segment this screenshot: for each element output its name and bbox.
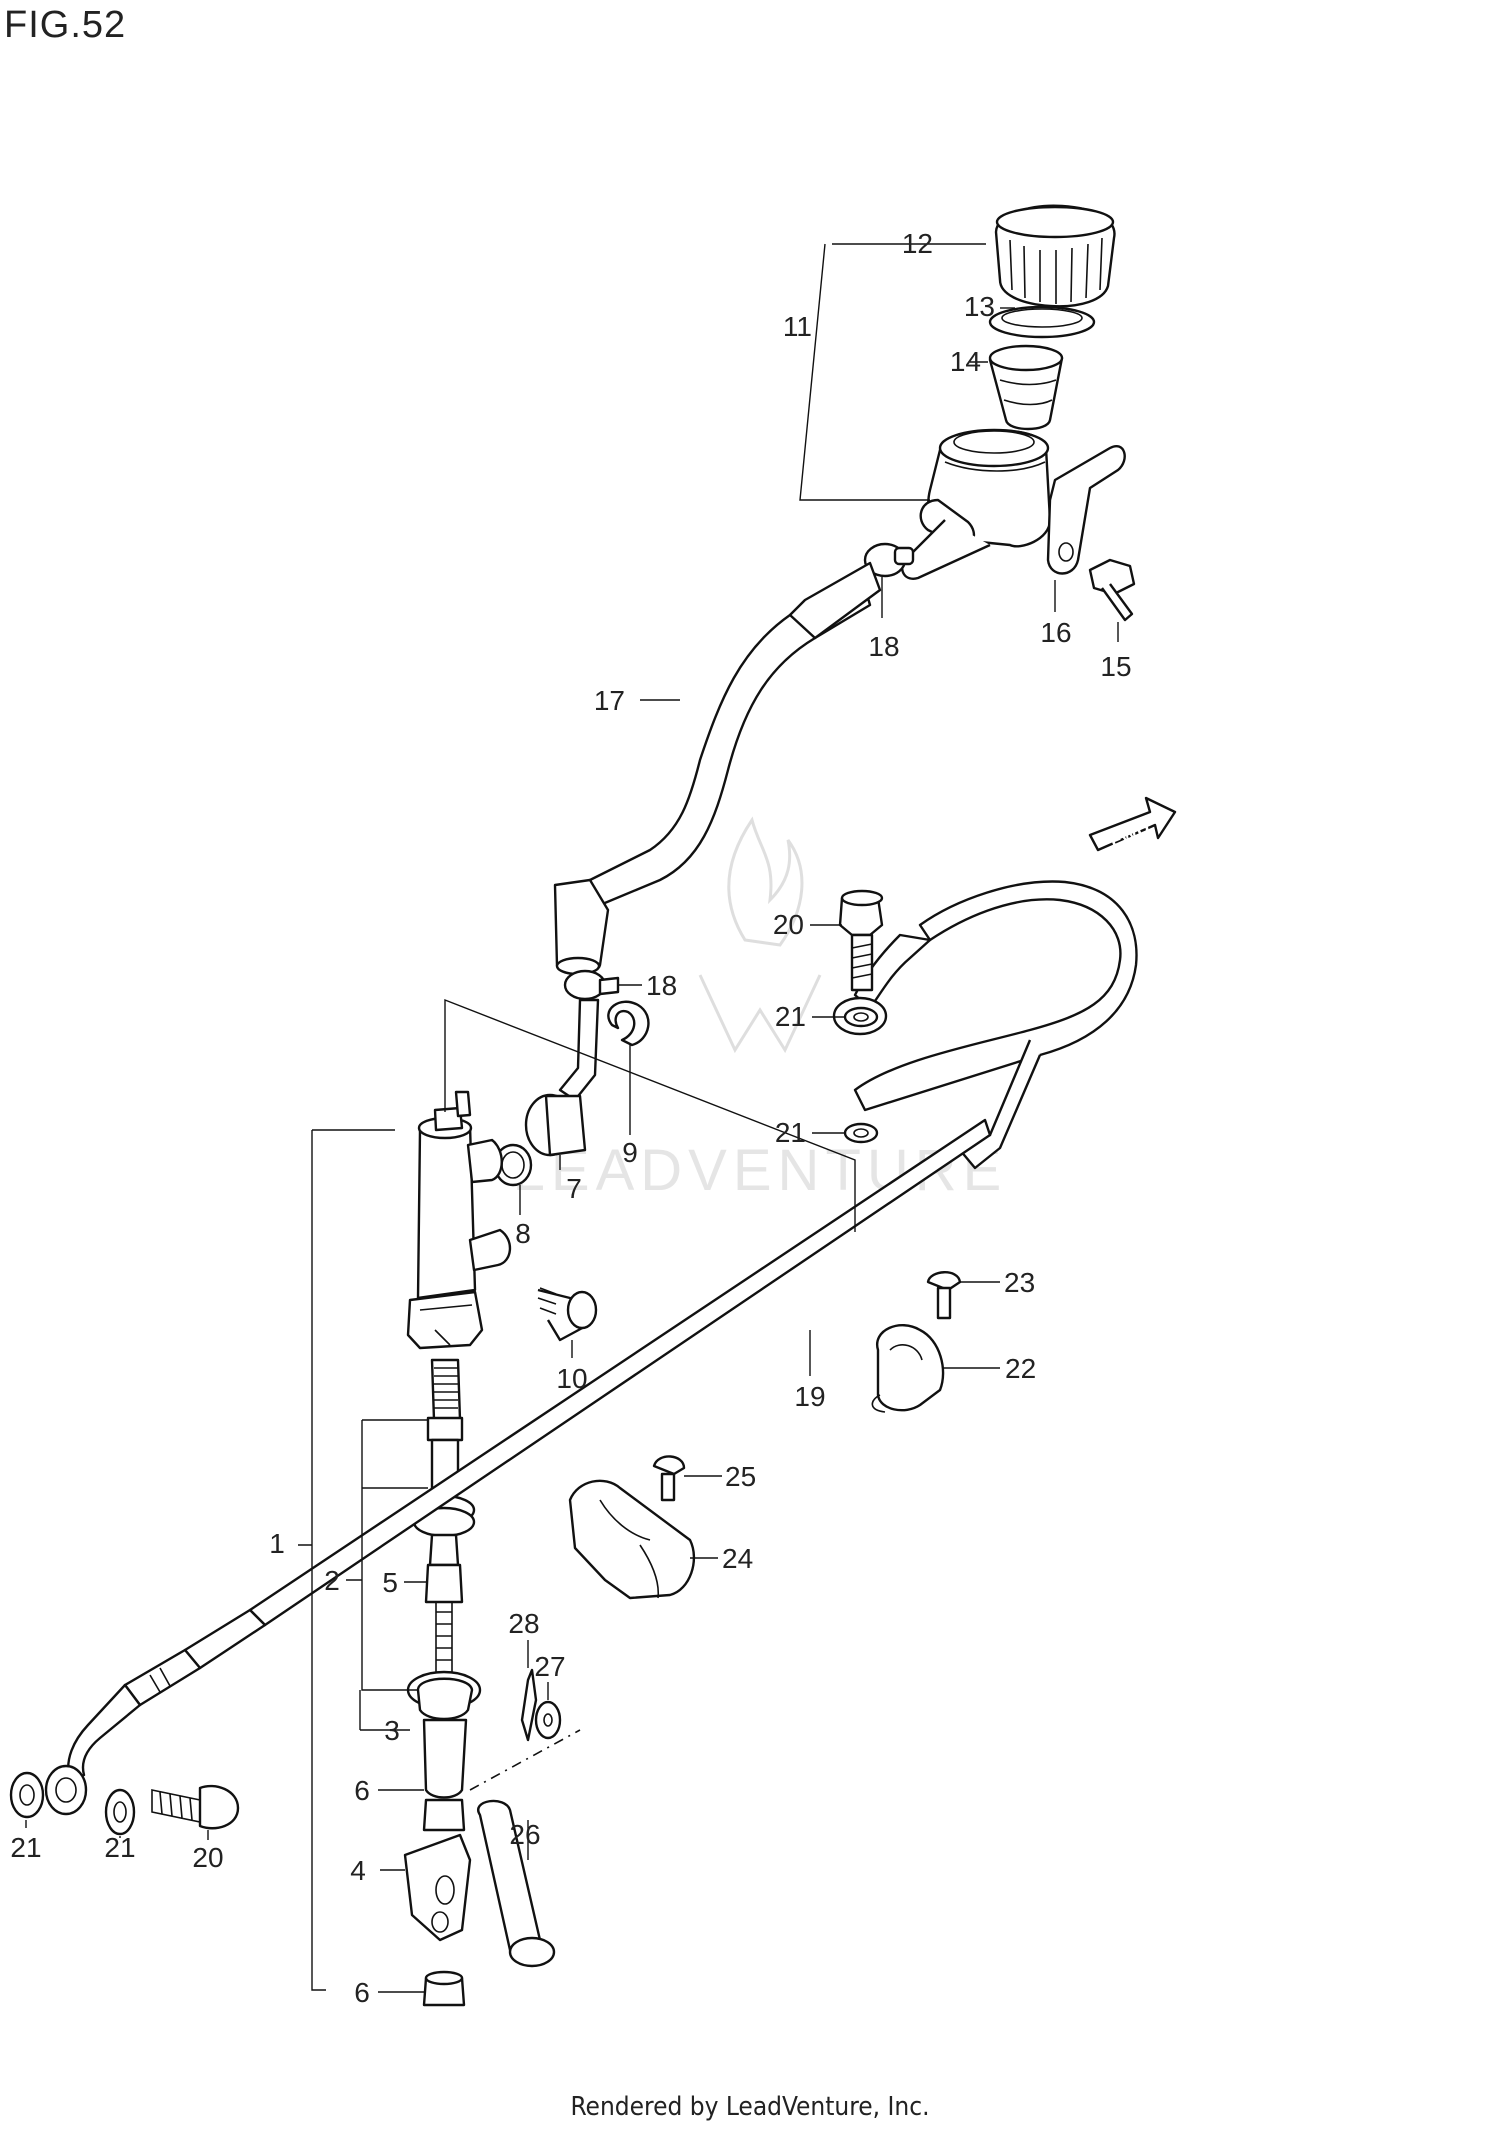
leader-lines: [25, 243, 1119, 1993]
callout-12: 12: [902, 228, 933, 259]
callout-22: 22: [1005, 1353, 1036, 1384]
circlip: [607, 1000, 650, 1047]
hose-clamp-lower: [563, 969, 620, 1001]
callout-18-upper: 18: [868, 631, 899, 662]
callout-20-upper: 20: [773, 909, 804, 940]
callout-21-upper-b: 21: [775, 1117, 806, 1148]
hose-guide-clamp: [871, 1324, 945, 1413]
brake-hose: [44, 880, 1138, 1816]
callout-27: 27: [534, 1651, 565, 1682]
callout-13: 13: [964, 291, 995, 322]
callout-4: 4: [350, 1855, 366, 1886]
bracket-screw: [652, 1455, 686, 1502]
washer-upper-b: [843, 1122, 879, 1144]
callout-7: 7: [566, 1173, 582, 1204]
callout-1: 1: [269, 1528, 285, 1559]
footer-credit: Rendered by LeadVenture, Inc.: [570, 2092, 930, 2122]
callout-5: 5: [382, 1567, 398, 1598]
reservoir-cap: [994, 204, 1116, 308]
reservoir-plate: [988, 305, 1096, 339]
washer-lower-b: [104, 1788, 136, 1836]
callout-8: 8: [515, 1218, 531, 1249]
callout-10: 10: [556, 1363, 587, 1394]
banjo-bolt-lower: [151, 1784, 240, 1830]
callout-24: 24: [722, 1543, 753, 1574]
clevis-assembly: [403, 1798, 472, 2007]
callout-6-upper: 6: [354, 1775, 370, 1806]
callout-19: 19: [794, 1381, 825, 1412]
reservoir-hose: [553, 561, 882, 976]
washer-upper-a: [843, 1006, 879, 1028]
callout-9: 9: [622, 1137, 638, 1168]
callout-labels: 12 13 11 14 18 16 15 17 20 18 21 21 9 7 …: [10, 228, 1131, 2008]
callout-18-lower: 18: [646, 970, 677, 1001]
callout-16: 16: [1040, 617, 1071, 648]
piston-assembly: [406, 1358, 482, 1799]
hose-clamp-upper: [863, 542, 915, 578]
callout-11: 11: [783, 311, 812, 342]
callout-21-lower-b: 21: [104, 1832, 135, 1863]
callout-17: 17: [594, 685, 625, 716]
mounting-screw: [537, 1287, 598, 1342]
reservoir-body: [901, 428, 1126, 580]
mount-bolt: [1088, 558, 1136, 622]
callout-21-upper-a: 21: [775, 1001, 806, 1032]
reservoir-diaphragm: [988, 344, 1064, 431]
inlet-connector: [524, 998, 600, 1157]
washer-lower-a: [9, 1771, 45, 1819]
hose-guide-screw: [926, 1271, 962, 1320]
callout-28: 28: [508, 1608, 539, 1639]
callout-25: 25: [725, 1461, 756, 1492]
callout-15: 15: [1100, 651, 1131, 682]
pin-washer: [534, 1700, 562, 1740]
callout-6-lower: 6: [354, 1977, 370, 2008]
callout-3: 3: [384, 1715, 400, 1746]
callout-2: 2: [324, 1565, 340, 1596]
hose-bracket: [568, 1479, 696, 1600]
callout-23: 23: [1004, 1267, 1035, 1298]
clevis-pin: [477, 1799, 556, 1968]
master-cylinder-body: [406, 1090, 512, 1350]
cotter-pin: [520, 1668, 538, 1742]
callout-14: 14: [950, 346, 981, 377]
callout-21-lower-a: 21: [10, 1832, 41, 1863]
banjo-bolt-upper: [838, 889, 884, 992]
callout-26: 26: [509, 1819, 540, 1850]
figure-title: FIG.52: [4, 4, 127, 46]
forward-arrow-badge: FWD: [1088, 796, 1177, 851]
callout-20-lower: 20: [192, 1842, 223, 1873]
